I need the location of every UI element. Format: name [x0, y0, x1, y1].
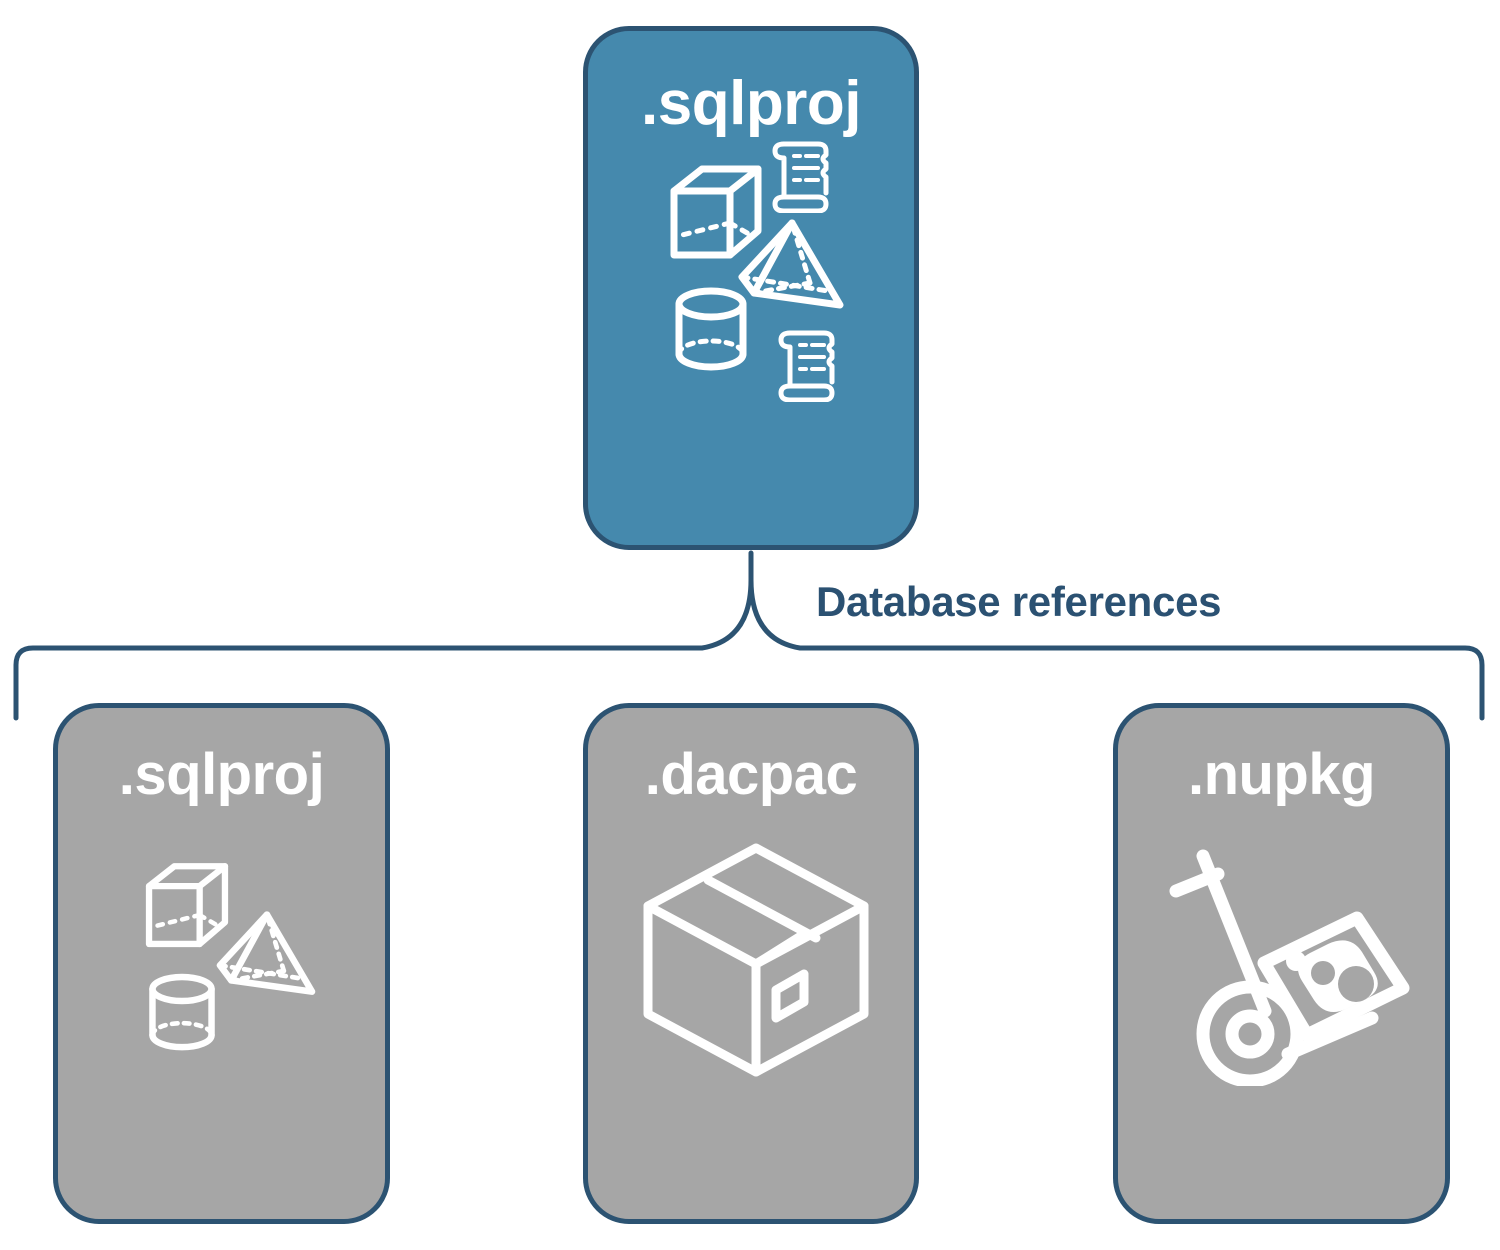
cylinder-icon: [675, 287, 747, 371]
script-scroll-icon: [772, 141, 829, 213]
reference-card-sqlproj[interactable]: .sqlproj: [53, 703, 390, 1224]
root-card-icon-group: [588, 135, 914, 545]
reference-card-nupkg[interactable]: .nupkg: [1113, 703, 1450, 1224]
reference-card-sqlproj-icon-group: [58, 804, 385, 1219]
reference-card-dacpac-icon-group: [588, 804, 914, 1219]
nuget-hand-truck-icon: [1169, 849, 1410, 1086]
script-scroll-icon: [778, 330, 835, 402]
package-box-icon: [643, 843, 869, 1077]
root-card-sqlproj[interactable]: .sqlproj: [583, 26, 919, 550]
pyramid-icon: [738, 219, 844, 309]
reference-card-dacpac[interactable]: .dacpac: [583, 703, 919, 1224]
root-card-title: .sqlproj: [641, 69, 861, 138]
pyramid-icon: [216, 911, 316, 995]
cube-icon: [670, 165, 762, 259]
connector-label: Database references: [816, 578, 1222, 625]
reference-card-sqlproj-title: .sqlproj: [118, 742, 325, 807]
reference-card-dacpac-title: .dacpac: [644, 742, 858, 807]
cube-icon: [145, 863, 229, 948]
cylinder-icon: [149, 973, 215, 1051]
reference-card-nupkg-title: .nupkg: [1187, 742, 1376, 807]
reference-card-nupkg-icon-group: [1118, 804, 1445, 1219]
